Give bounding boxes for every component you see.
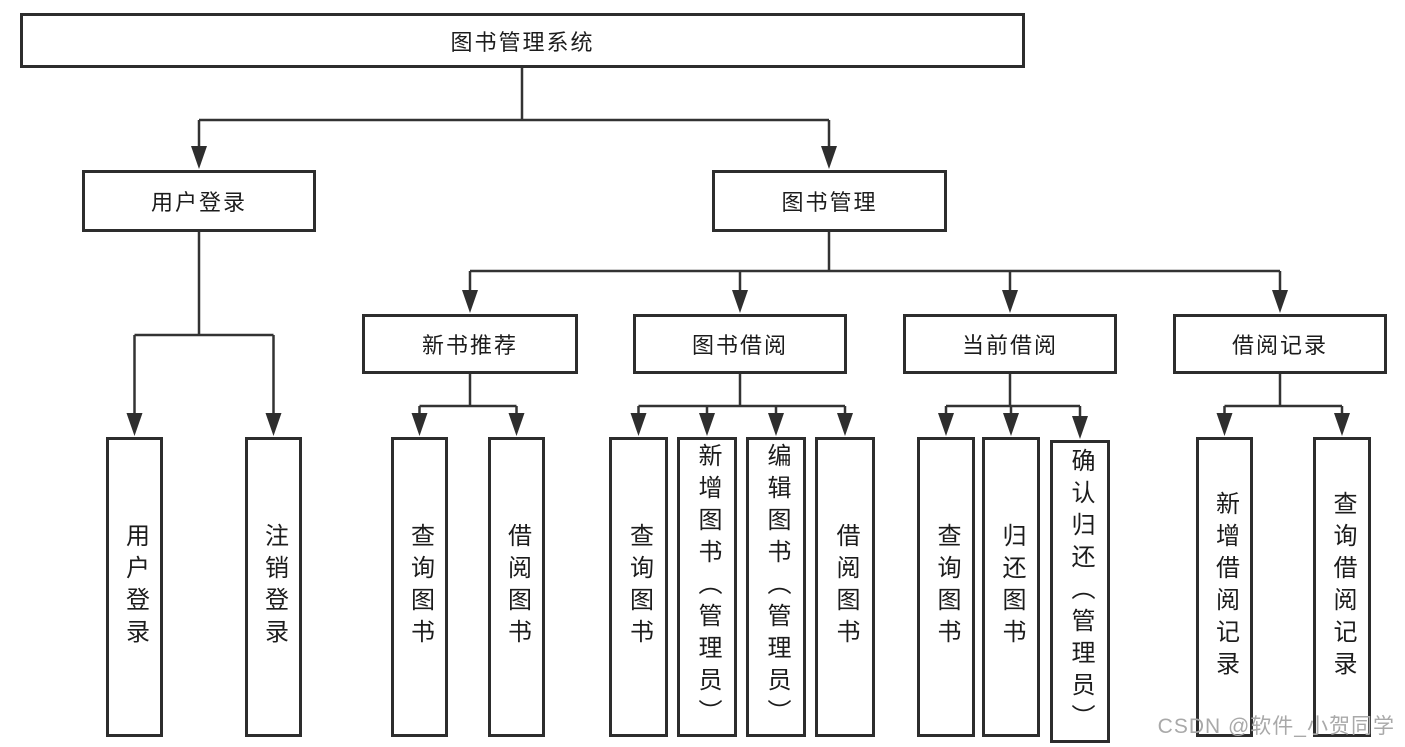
node-new-book-recommend: 新书推荐 [362, 314, 578, 374]
node-cb-return-books: 归还图书 [982, 437, 1040, 737]
node-cb-confirm-return: 确认归还（管理员） [1050, 440, 1110, 743]
arrowhead-bb-add-books [699, 413, 715, 436]
arrowhead-br-query-record [1334, 413, 1350, 436]
arrowhead-cb-return-books [1003, 413, 1019, 436]
node-current-borrowing: 当前借阅 [903, 314, 1117, 374]
node-rec-borrow-books: 借阅图书 [488, 437, 545, 737]
node-leaf-logout: 注销登录 [245, 437, 302, 737]
node-bb-edit-books: 编辑图书（管理员） [746, 437, 806, 737]
connector-book-management-group [468, 232, 1282, 295]
arrowhead-current-borrowing [1002, 290, 1018, 313]
arrowhead-new-book-recommend [462, 290, 478, 313]
node-user-login: 用户登录 [82, 170, 316, 232]
arrowhead-cb-query-books [938, 413, 954, 436]
node-borrowing-records: 借阅记录 [1173, 314, 1387, 374]
arrowhead-bb-borrow-books [837, 413, 853, 436]
arrowhead-br-add-record [1216, 413, 1233, 436]
connector-user-login-group [133, 232, 275, 418]
node-bb-add-books: 新增图书（管理员） [677, 437, 737, 737]
node-book-management: 图书管理 [712, 170, 947, 232]
arrowhead-rec-borrow-books [508, 413, 525, 436]
arrowhead-user-login [191, 146, 207, 169]
arrowhead-book-borrowing [732, 290, 748, 313]
arrowhead-leaf-logout [265, 413, 282, 436]
node-br-query-record: 查询借阅记录 [1313, 437, 1371, 737]
node-rec-query-books: 查询图书 [391, 437, 448, 737]
watermark-text: CSDN @软件_小贺同学 [1157, 715, 1395, 738]
arrowhead-cb-confirm-return [1072, 416, 1088, 439]
node-leaf-user-login: 用户登录 [106, 437, 163, 737]
node-book-borrowing: 图书借阅 [633, 314, 847, 374]
arrowhead-borrowing-records [1272, 290, 1288, 313]
connector-current-group [944, 374, 1082, 421]
arrowhead-bb-query-books [630, 413, 647, 436]
arrowhead-bb-edit-books [768, 413, 784, 436]
node-bb-borrow-books: 借阅图书 [815, 437, 875, 737]
node-br-add-record: 新增借阅记录 [1196, 437, 1253, 737]
arrowhead-book-management [821, 146, 837, 169]
connector-recommend-group [418, 374, 518, 418]
connector-borrowing-group [637, 374, 847, 418]
arrowhead-leaf-user-login [126, 413, 143, 436]
node-root: 图书管理系统 [20, 13, 1025, 68]
arrowhead-rec-query-books [411, 413, 428, 436]
connector-records-group [1223, 374, 1344, 418]
connector-root-to-level2 [197, 68, 831, 150]
node-cb-query-books: 查询图书 [917, 437, 975, 737]
node-bb-query-books: 查询图书 [609, 437, 668, 737]
